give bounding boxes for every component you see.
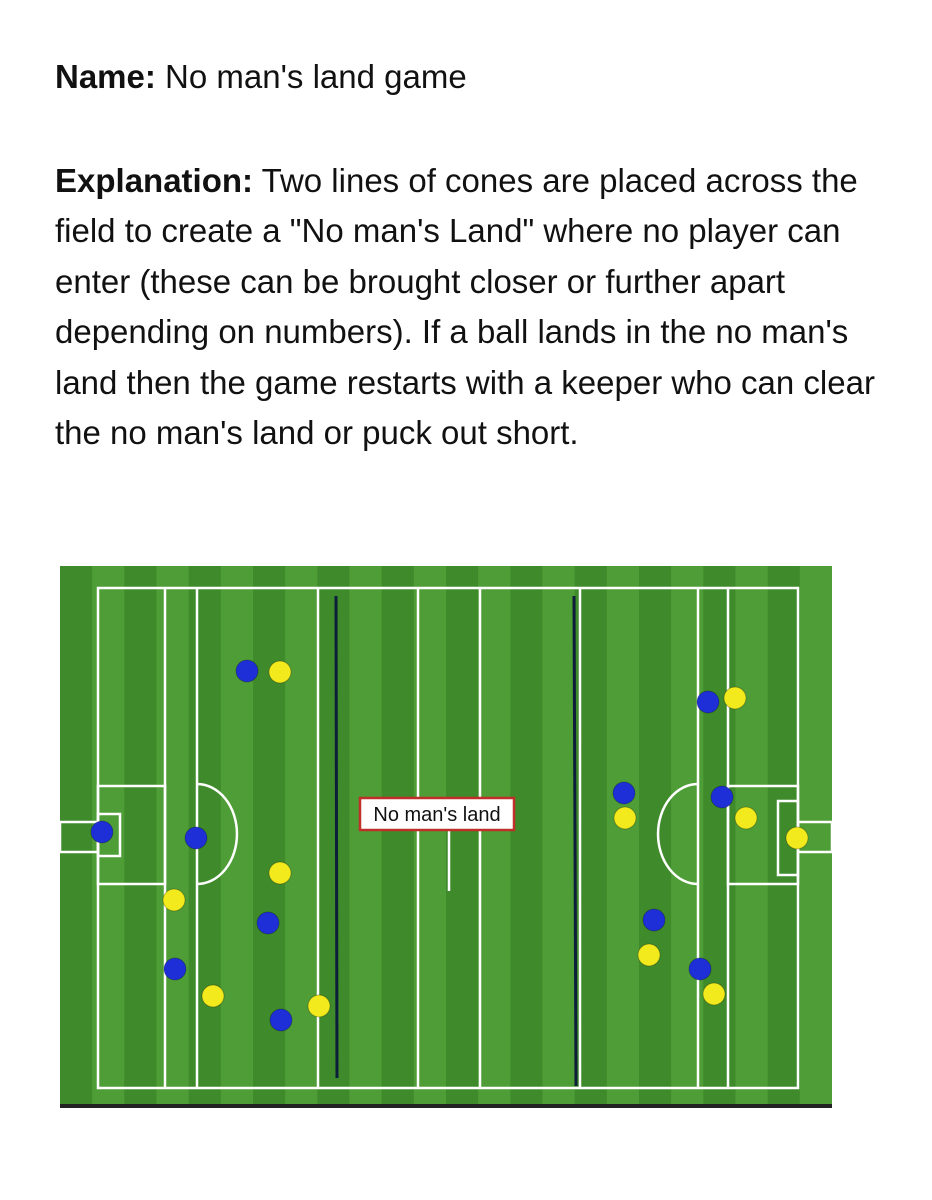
grass-stripe — [156, 566, 190, 1104]
grass-stripe — [124, 566, 158, 1104]
no-mans-land-label: No man's land — [358, 796, 516, 832]
yellow-player — [268, 861, 292, 885]
grass-stripe — [542, 566, 576, 1104]
explanation-label: Explanation: — [55, 161, 254, 199]
blue-player — [269, 1008, 293, 1032]
yellow-player — [268, 660, 292, 684]
left-cone-line — [334, 595, 339, 1079]
grass-stripe — [381, 566, 415, 1104]
blue-player — [612, 781, 636, 805]
yellow-player — [162, 888, 186, 912]
yellow-player — [613, 806, 637, 830]
pitch-bottom-edge — [60, 1104, 832, 1108]
grass-stripe — [639, 566, 672, 1104]
right-cone-line — [572, 595, 578, 1087]
yellow-player — [723, 686, 747, 710]
label-box — [358, 796, 516, 832]
grass-stripe — [510, 566, 544, 1104]
drill-description: Name: No man's land game Explanation: Tw… — [55, 52, 885, 459]
explanation-text: Two lines of cones are placed across the… — [55, 161, 875, 452]
blue-player — [710, 785, 734, 809]
grass-stripe — [60, 566, 93, 1104]
pitch-svg: No man's land — [60, 566, 832, 1108]
name-label: Name: — [55, 58, 156, 95]
blue-player — [90, 820, 114, 844]
yellow-player — [637, 943, 661, 967]
grass-stripe — [703, 566, 737, 1104]
players — [90, 659, 809, 1032]
drill-name: No man's land game — [165, 58, 467, 95]
blue-player — [688, 957, 712, 981]
drill-explanation: Explanation: Two lines of cones are plac… — [55, 156, 885, 459]
left-arc — [196, 782, 239, 886]
yellow-player — [785, 826, 809, 850]
yellow-player — [734, 806, 758, 830]
grass-stripes — [60, 566, 832, 1104]
right-arc — [656, 782, 699, 886]
blue-player — [184, 826, 208, 850]
pitch-diagram: No man's land — [60, 566, 832, 1108]
grass-stripe — [349, 566, 383, 1104]
blue-player — [163, 957, 187, 981]
yellow-player — [702, 982, 726, 1006]
blue-player — [642, 908, 666, 932]
grass-stripe — [413, 566, 447, 1104]
grass-stripe — [317, 566, 351, 1104]
yellow-player — [307, 994, 331, 1018]
blue-player — [696, 690, 720, 714]
grass-stripe — [735, 566, 769, 1104]
yellow-player — [201, 984, 225, 1008]
grass-stripe — [478, 566, 511, 1104]
drill-name-line: Name: No man's land game — [55, 52, 885, 103]
blue-player — [256, 911, 280, 935]
blue-player — [235, 659, 259, 683]
label-text: No man's land — [373, 804, 500, 826]
grass-stripe — [606, 566, 640, 1104]
grass-stripe — [446, 566, 479, 1104]
